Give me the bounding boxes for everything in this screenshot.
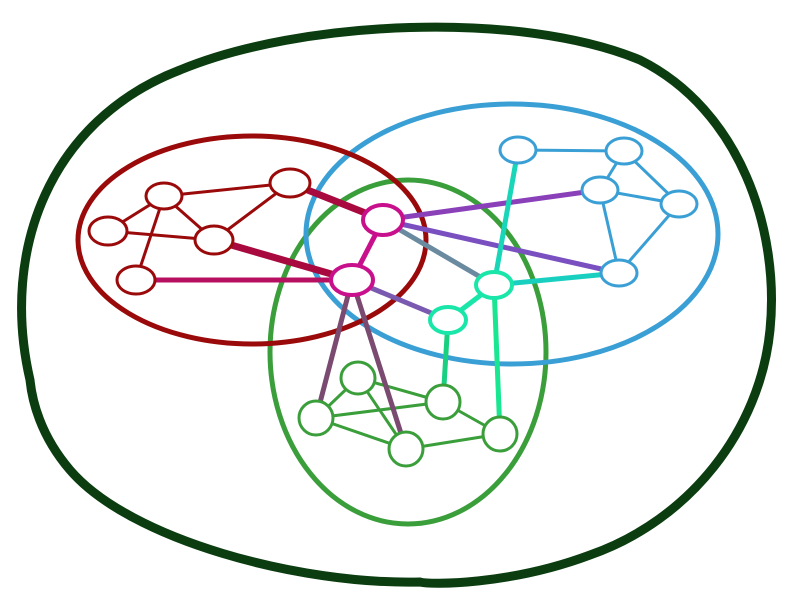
- node-g1[interactable]: [339, 360, 377, 396]
- node-b3[interactable]: [580, 175, 620, 205]
- outer-community-boundary: [17, 22, 776, 588]
- node-g3[interactable]: [297, 399, 335, 437]
- green-community-boundary: [267, 177, 549, 527]
- node-r3[interactable]: [193, 224, 235, 256]
- node-r2[interactable]: [144, 181, 184, 211]
- blue-community-boundary: [303, 101, 721, 367]
- node-r4[interactable]: [268, 167, 312, 199]
- edge-c1-b1: [491, 149, 521, 286]
- node-r1[interactable]: [87, 215, 129, 247]
- node-b5[interactable]: [599, 258, 639, 288]
- red-community-boundary: [75, 133, 429, 347]
- node-m1[interactable]: [361, 203, 405, 237]
- node-g4[interactable]: [387, 430, 425, 468]
- node-r5[interactable]: [115, 264, 157, 296]
- node-b1[interactable]: [498, 135, 538, 165]
- edge-m1-c1: [381, 217, 496, 288]
- node-b4[interactable]: [659, 189, 699, 219]
- node-c2[interactable]: [428, 305, 468, 335]
- edge-c1-b5: [493, 270, 620, 288]
- edge-c1-g5: [491, 284, 503, 435]
- edge-m2-g4: [349, 279, 409, 450]
- nodes-layer: [87, 135, 699, 468]
- edge-m1-b3: [382, 187, 601, 223]
- node-g5[interactable]: [481, 415, 519, 453]
- node-m2[interactable]: [329, 263, 375, 297]
- node-b2[interactable]: [604, 136, 644, 166]
- edge-r3-m2: [213, 236, 353, 284]
- node-c1[interactable]: [474, 270, 514, 300]
- node-g2[interactable]: [424, 383, 462, 421]
- edge-m2-g3: [313, 279, 355, 419]
